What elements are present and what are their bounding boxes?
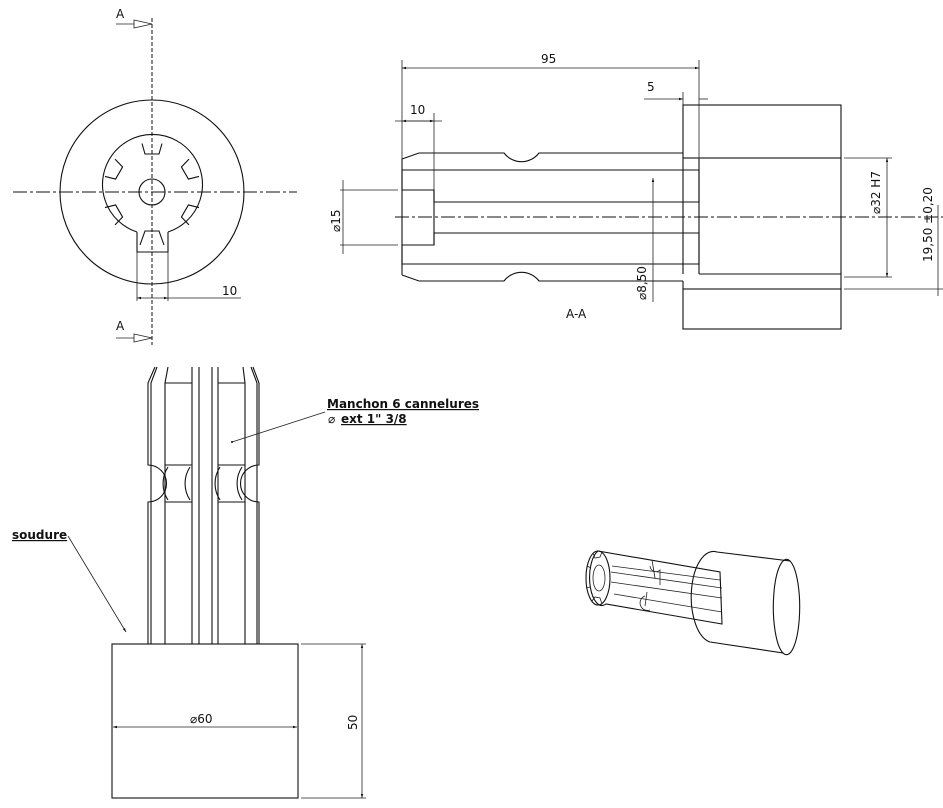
- section-arrow-bottom-icon: [116, 333, 153, 343]
- section-view: 95 5 10 ⌀15 ⌀8,50 ⌀32 H7 19,50 ±0,20 A-A: [329, 52, 943, 330]
- iso-spline-end: [585, 550, 611, 606]
- hub-bore-dimension: ⌀32 H7: [869, 171, 883, 214]
- hub-tolerance-dimension: 19,50 ±0,20: [921, 187, 935, 262]
- spline-notch: [141, 143, 163, 155]
- spline-notch: [180, 204, 200, 226]
- weld-label: soudure: [12, 528, 67, 542]
- base-cylinder: [111, 643, 299, 799]
- counterbore-diameter-dimension: ⌀15: [329, 210, 343, 233]
- hub-section-upper: [682, 104, 842, 159]
- hub-section-lower: [682, 288, 842, 330]
- overall-length-dimension: 95: [541, 52, 556, 66]
- keyway-width-dimension: 10: [222, 284, 237, 298]
- spline-notch: [104, 158, 124, 180]
- spline-leader: [231, 411, 326, 443]
- side-view: Manchon 6 cannelures ⌀ ext 1" 3/8 soudur…: [12, 366, 479, 799]
- counterbore-depth-dimension: 10: [410, 103, 425, 117]
- base-diameter-dimension: ⌀60: [190, 712, 213, 726]
- section-title: A-A: [566, 307, 587, 321]
- spline-notch: [180, 158, 200, 180]
- section-mark-bottom: A: [116, 319, 125, 333]
- bore: [402, 189, 699, 246]
- isometric-view: [585, 550, 801, 656]
- front-view: 10 A A: [13, 7, 297, 345]
- spline-outline: [401, 152, 700, 282]
- shaft-section-lower: [401, 232, 700, 265]
- diameter-symbol: ⌀: [328, 412, 335, 426]
- bore-diameter-dimension: ⌀8,50: [635, 266, 649, 300]
- spline-notch: [104, 204, 124, 226]
- spline-label: Manchon 6 cannelures: [327, 397, 479, 411]
- center-hole: [138, 178, 166, 206]
- weld-leader: [67, 535, 127, 633]
- outer-circle: [59, 99, 245, 285]
- spline-circle: [101, 133, 204, 233]
- hub-offset-dimension: 5: [647, 80, 655, 94]
- iso-base-cylinder: [690, 550, 801, 656]
- spline-diameter-label: ext 1" 3/8: [341, 412, 407, 426]
- spline-notches: [104, 143, 200, 226]
- base-height-dimension: 50: [346, 715, 360, 730]
- shaft-section-upper: [401, 169, 700, 203]
- iso-bore: [592, 564, 606, 592]
- iso-spline-shaft: [589, 550, 723, 625]
- keyway: [136, 230, 169, 253]
- section-mark-top: A: [116, 7, 125, 21]
- spline-flutes: [150, 366, 258, 644]
- section-arrow-top-icon: [116, 19, 153, 29]
- hub-bore: [682, 158, 842, 289]
